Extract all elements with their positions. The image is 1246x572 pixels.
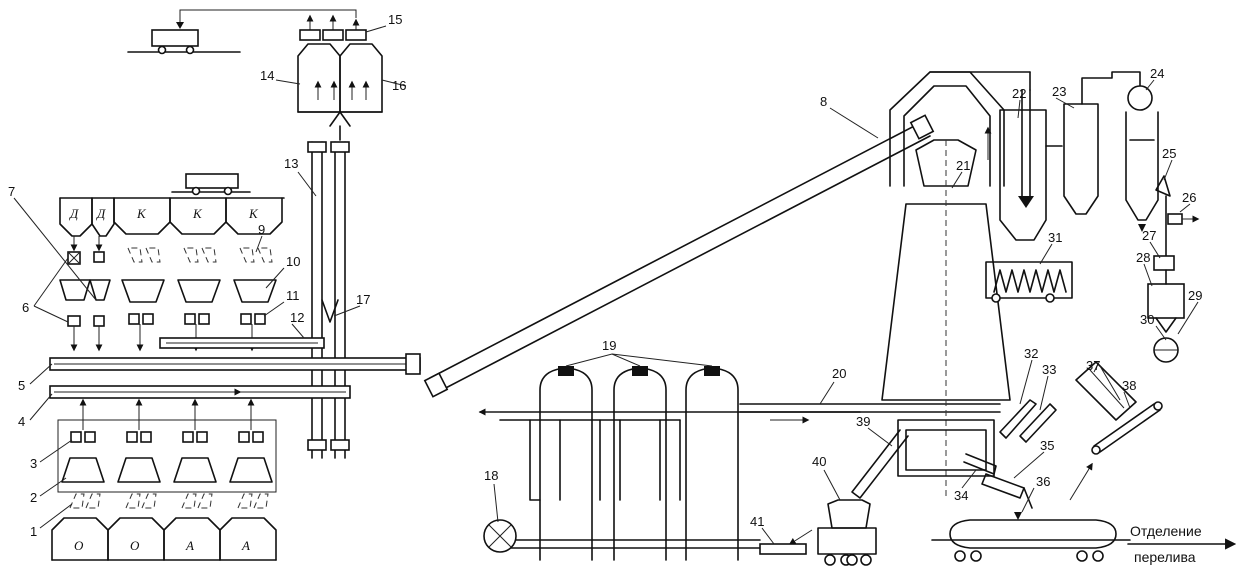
callout-14: 14 [260, 68, 274, 83]
callouts: 1 2 3 4 5 6 7 8 9 10 11 12 13 14 15 16 1… [8, 12, 1202, 545]
callout-21: 21 [956, 158, 970, 173]
blast-furnace [851, 71, 1031, 500]
callout-41: 41 [750, 514, 764, 529]
callout-32: 32 [1024, 346, 1038, 361]
bin-label-top-5: К [248, 206, 259, 221]
callout-20: 20 [832, 366, 846, 381]
bin-label-top-3: К [136, 206, 147, 221]
callout-3: 3 [30, 456, 37, 471]
callout-10: 10 [286, 254, 300, 269]
exit-label-line1: Отделение [1130, 523, 1202, 539]
callout-7: 7 [8, 184, 15, 199]
callout-5: 5 [18, 378, 25, 393]
callout-17: 17 [356, 292, 370, 307]
callout-35: 35 [1040, 438, 1054, 453]
hot-blast-stoves [478, 353, 1001, 561]
bin-label-top-2: Д [95, 206, 106, 221]
bin-label-bottom-1: О [74, 538, 84, 553]
upper-bunker-unit [127, 9, 383, 459]
callout-39: 39 [856, 414, 870, 429]
bin-label-bottom-4: А [241, 538, 250, 553]
callout-8: 8 [820, 94, 827, 109]
bin-label-bottom-3: А [185, 538, 194, 553]
callout-16: 16 [392, 78, 406, 93]
callout-25: 25 [1162, 146, 1176, 161]
callout-13: 13 [284, 156, 298, 171]
gas-cleaning [984, 71, 1200, 363]
callout-11: 11 [286, 288, 300, 303]
casthouse-equipment [759, 361, 1237, 566]
callout-23: 23 [1052, 84, 1066, 99]
callout-40: 40 [812, 454, 826, 469]
callout-29: 29 [1188, 288, 1202, 303]
callout-12: 12 [290, 310, 304, 325]
callout-28: 28 [1136, 250, 1150, 265]
callout-2: 2 [30, 490, 37, 505]
callout-18: 18 [484, 468, 498, 483]
callout-27: 27 [1142, 228, 1156, 243]
bin-label-top-4: К [192, 206, 203, 221]
collectors [49, 353, 421, 399]
bottom-bins: О О А А [51, 398, 277, 561]
inclined-conveyor [423, 114, 935, 398]
callout-26: 26 [1182, 190, 1196, 205]
callout-6: 6 [22, 300, 29, 315]
callout-22: 22 [1012, 86, 1026, 101]
callout-1: 1 [30, 524, 37, 539]
top-wagon [151, 29, 199, 47]
bin-label-bottom-2: О [130, 538, 140, 553]
callout-19: 19 [602, 338, 616, 353]
callout-4: 4 [18, 414, 25, 429]
top-bins: Д Д К К К [59, 173, 325, 352]
bin-label-top-1: Д [68, 206, 79, 221]
callout-36: 36 [1036, 474, 1050, 489]
callout-33: 33 [1042, 362, 1056, 377]
exit-label-line2: перелива [1134, 549, 1196, 565]
callout-15: 15 [388, 12, 402, 27]
callout-31: 31 [1048, 230, 1062, 245]
callout-24: 24 [1150, 66, 1164, 81]
callout-34: 34 [954, 488, 968, 503]
